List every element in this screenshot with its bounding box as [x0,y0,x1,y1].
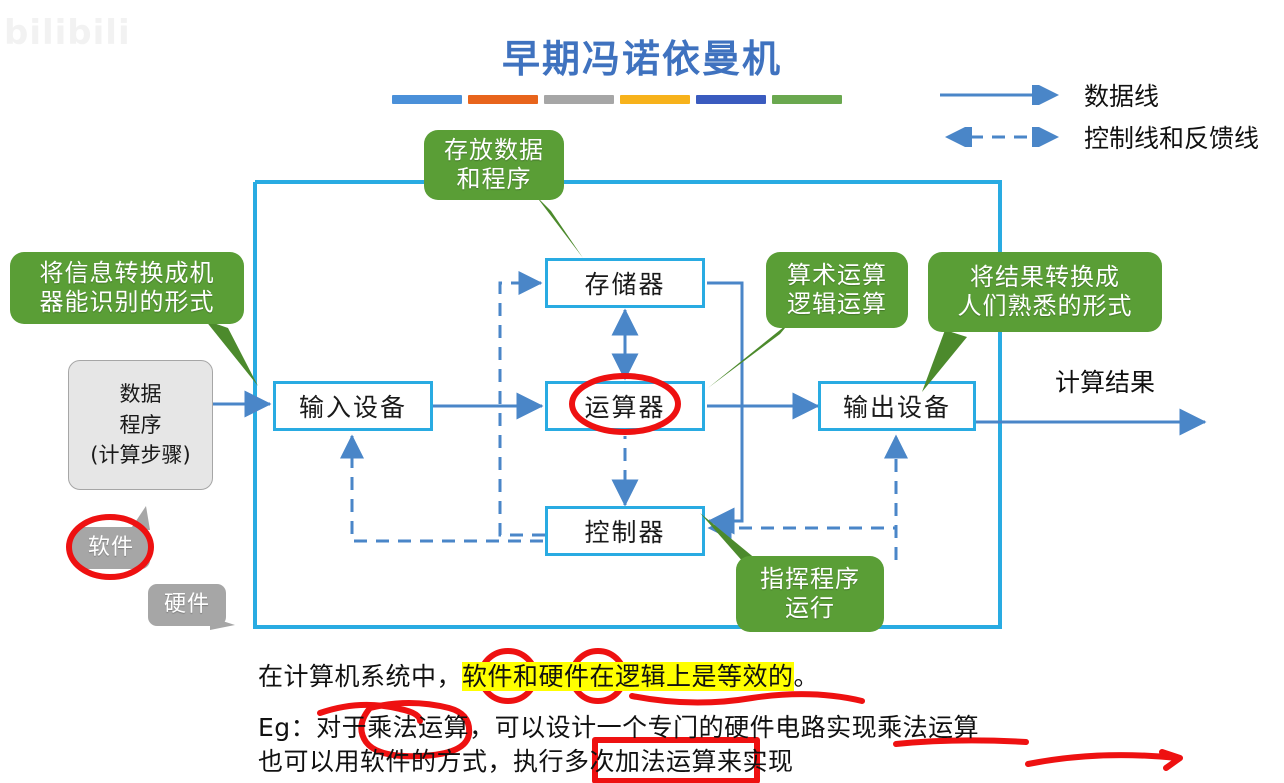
title-bar-1 [468,95,538,104]
tag-software-label: 软件 [87,534,134,560]
tag-hardware: 硬件 [148,584,226,626]
software-box-line-1: 程序 [119,412,162,437]
callout-storage: 存放数据 和程序 [424,130,564,200]
bottom-paragraph: 在计算机系统中，软件和硬件在逻辑上是等效的。 Eg：对于乘法运算，可以设计一个专… [258,660,1278,780]
node-output-device[interactable]: 输出设备 [818,381,976,431]
callout-controller-line-0: 指挥程序 [760,564,860,593]
legend: 数据线 控制线和反馈线 [938,74,1284,158]
node-input-device-label: 输入设备 [298,393,407,422]
legend-item-data-line: 数据线 [938,74,1284,116]
paragraph-line-3: 也可以用软件的方式，执行多次加法运算来实现 [258,747,794,776]
legend-label-control-line: 控制线和反馈线 [1084,124,1260,153]
callout-input-line-1: 器能识别的形式 [39,288,215,316]
node-alu[interactable]: 运算器 [545,381,705,431]
callout-output-line-0: 将结果转换成 [970,262,1120,291]
watermark-text: bilibili [4,13,131,53]
tag-hardware-label: 硬件 [163,591,210,617]
node-alu-label: 运算器 [584,393,666,422]
callout-storage-line-1: 和程序 [456,165,532,193]
legend-label-data-line: 数据线 [1084,82,1160,111]
title-bar-4 [696,95,766,104]
software-box-line-2: (计算步骤) [90,443,191,468]
node-input-device[interactable]: 输入设备 [273,381,433,431]
paragraph-line-1-highlight: 软件和硬件在逻辑上是等效的 [462,662,794,691]
title-bar-decoration [392,94,842,105]
callout-controller: 指挥程序 运行 [736,556,884,632]
callout-output: 将结果转换成 人们熟悉的形式 [928,252,1162,332]
title-bar-0 [392,95,462,104]
paragraph-line-1: 在计算机系统中，软件和硬件在逻辑上是等效的。 [258,660,1278,695]
title-bar-3 [620,95,690,104]
callout-storage-line-0: 存放数据 [444,135,544,164]
software-box: 数据 程序 (计算步骤) [68,360,213,490]
node-storage[interactable]: 存储器 [545,258,705,308]
node-controller-label: 控制器 [584,518,666,547]
result-label: 计算结果 [1055,368,1156,397]
paragraph-line-1-suffix: 。 [793,662,820,691]
callout-input-line-0: 将信息转换成机 [39,258,215,287]
callout-input: 将信息转换成机 器能识别的形式 [10,252,244,324]
tag-software: 软件 [72,527,150,569]
page-title: 早期冯诺依曼机 [501,37,782,81]
bilibili-watermark: bilibili [4,8,254,58]
callout-alu: 算术运算 逻辑运算 [766,252,908,328]
node-controller[interactable]: 控制器 [545,506,705,556]
legend-item-control-line: 控制线和反馈线 [938,116,1284,158]
paragraph-line-2: Eg：对于乘法运算，可以设计一个专门的硬件电路实现乘法运算 [258,712,980,742]
callout-controller-line-1: 运行 [785,594,835,622]
software-box-line-0: 数据 [119,382,162,407]
node-storage-label: 存储器 [584,270,666,299]
title-bar-5 [772,95,842,104]
callout-alu-line-0: 算术运算 [787,260,887,289]
dashed-double-arrow-icon [938,123,1072,151]
title-bar-2 [544,95,614,104]
solid-arrow-icon [938,81,1072,109]
callout-output-line-1: 人们熟悉的形式 [957,292,1133,320]
node-output-device-label: 输出设备 [842,393,951,422]
callout-alu-line-1: 逻辑运算 [787,290,887,318]
paragraph-line-1-prefix: 在计算机系统中， [258,662,463,691]
